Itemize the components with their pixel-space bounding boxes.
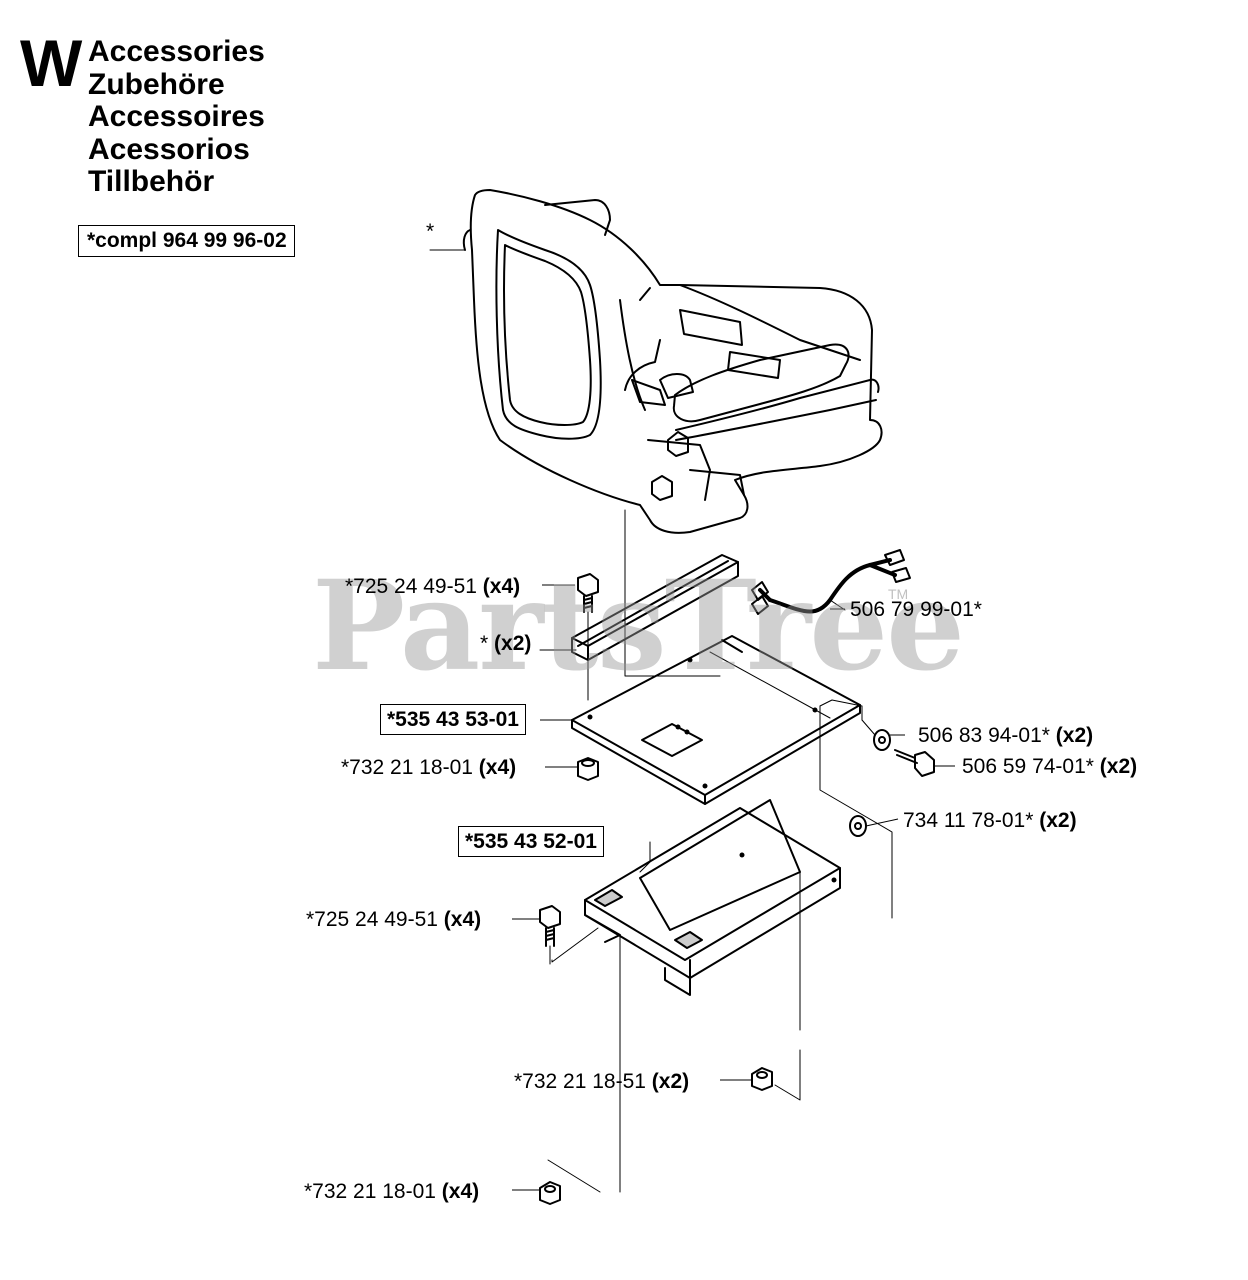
- label-washer-a: 506 83 94-01* (x2): [918, 724, 1094, 747]
- slide-rail-illustration: [539, 554, 739, 661]
- label-bolt-bottom: *725 24 49-51 (x4): [306, 908, 482, 931]
- label-seat: *: [426, 220, 435, 243]
- top-bolt-illustration: [577, 573, 599, 613]
- washer-a-illustration: [873, 729, 891, 751]
- title-fr: Accessoires: [88, 100, 265, 133]
- wiring-harness-illustration: [751, 549, 911, 615]
- mount-bracket-illustration: [551, 799, 841, 1193]
- plate-holes: [587, 657, 818, 789]
- title-pt: Acessorios: [88, 132, 250, 166]
- washer-a-leader: [861, 719, 876, 736]
- title-sv: Tillbehör: [88, 165, 215, 198]
- label-nut-bottom: *732 21 18-01 (x4): [304, 1180, 480, 1203]
- label-bolt-top: *725 24 49-51 (x4): [345, 575, 521, 598]
- mid-nut-illustration: [751, 1049, 801, 1101]
- label-nut-mid: *732 21 18-51 (x2): [514, 1070, 690, 1093]
- label-nut-top: *732 21 18-01 (x4): [341, 756, 517, 779]
- watermark-trademark: TM: [888, 586, 909, 602]
- side-bolt-illustration: [894, 749, 935, 777]
- label-bolt-side: 506 59 74-01* (x2): [962, 755, 1138, 778]
- title-de: Zubehöre: [88, 67, 225, 101]
- label-rail: * (x2): [480, 632, 532, 655]
- top-nut-illustration: [577, 757, 599, 781]
- watermark: PartsTree: [312, 554, 965, 699]
- washer-b-illustration: [849, 815, 867, 837]
- label-washer-b: 734 11 78-01* (x2): [903, 809, 1077, 832]
- seat-plate-illustration: [571, 635, 893, 919]
- seat-leader-line: [624, 509, 721, 677]
- title-en: Accessories: [88, 35, 265, 68]
- section-letter: W: [20, 26, 82, 100]
- label-harness: 506 79 99-01*: [850, 598, 982, 621]
- label-bracket: *535 43 52-01: [458, 826, 604, 858]
- section-titles: Accessories Zubehöre Accessoires Acessor…: [88, 35, 265, 199]
- complete-kit-number: *compl 964 99 96-02: [78, 225, 295, 257]
- seat-illustration: [429, 189, 883, 534]
- bottom-bolt-illustration: [539, 905, 561, 965]
- bottom-nut-illustration: [539, 1159, 601, 1205]
- label-leaders: [512, 584, 955, 1191]
- label-plate: *535 43 53-01: [380, 704, 526, 736]
